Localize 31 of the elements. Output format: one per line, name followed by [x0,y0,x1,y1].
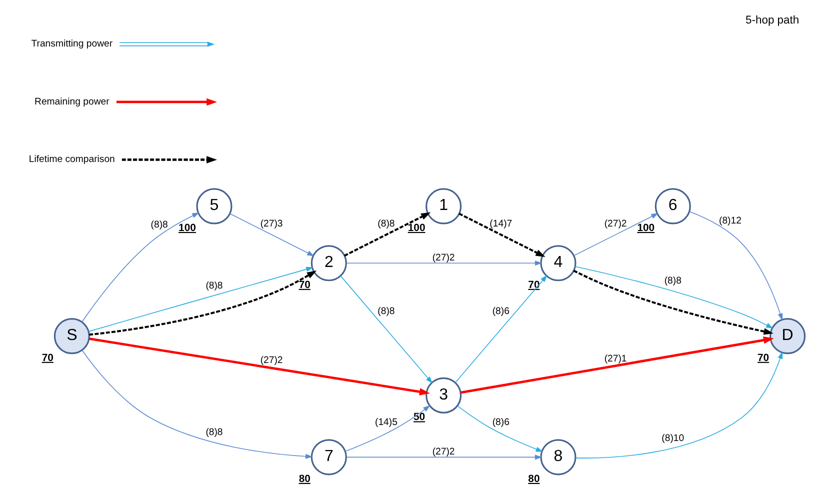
node-label: 80 [528,474,540,485]
node-label: 70 [298,280,310,291]
edge-label: (8)12 [719,216,742,227]
edge-label: (27)2 [432,252,455,264]
node-label: 100 [178,222,196,234]
edge-label: (8)8 [206,427,223,438]
edge-label: (8)8 [378,218,395,230]
edge-label: (8)6 [492,416,510,428]
node-label: 70 [42,352,54,364]
edge-label: (8)8 [206,280,223,292]
edge-label: (27)2 [604,218,627,230]
edge-label: (8)6 [492,306,510,318]
edge-label: (27)3 [260,218,283,230]
edge-label: (14)7 [490,218,512,230]
node-label: 100 [408,222,426,234]
node-label: 70 [757,352,770,364]
node-label: 50 [414,412,426,424]
edge-label: (27)1 [604,353,627,364]
edge-label: (8)8 [378,306,395,318]
node-label: 80 [298,474,310,485]
edge-label: (27)2 [432,446,455,458]
edge-label: (8)8 [150,220,168,231]
diagram-title: 5-hop path [745,14,800,27]
edge-label: (27)2 [260,355,283,366]
edge-label: (14)5 [375,416,398,428]
legend-label: Lifetime comparison [28,154,115,166]
legend-label: Transmitting power [31,38,113,50]
edge-label: (8)10 [662,432,684,444]
node-label: 100 [637,222,655,234]
edge-label: (8)8 [664,276,682,287]
legend-label: Remaining power [34,96,110,108]
